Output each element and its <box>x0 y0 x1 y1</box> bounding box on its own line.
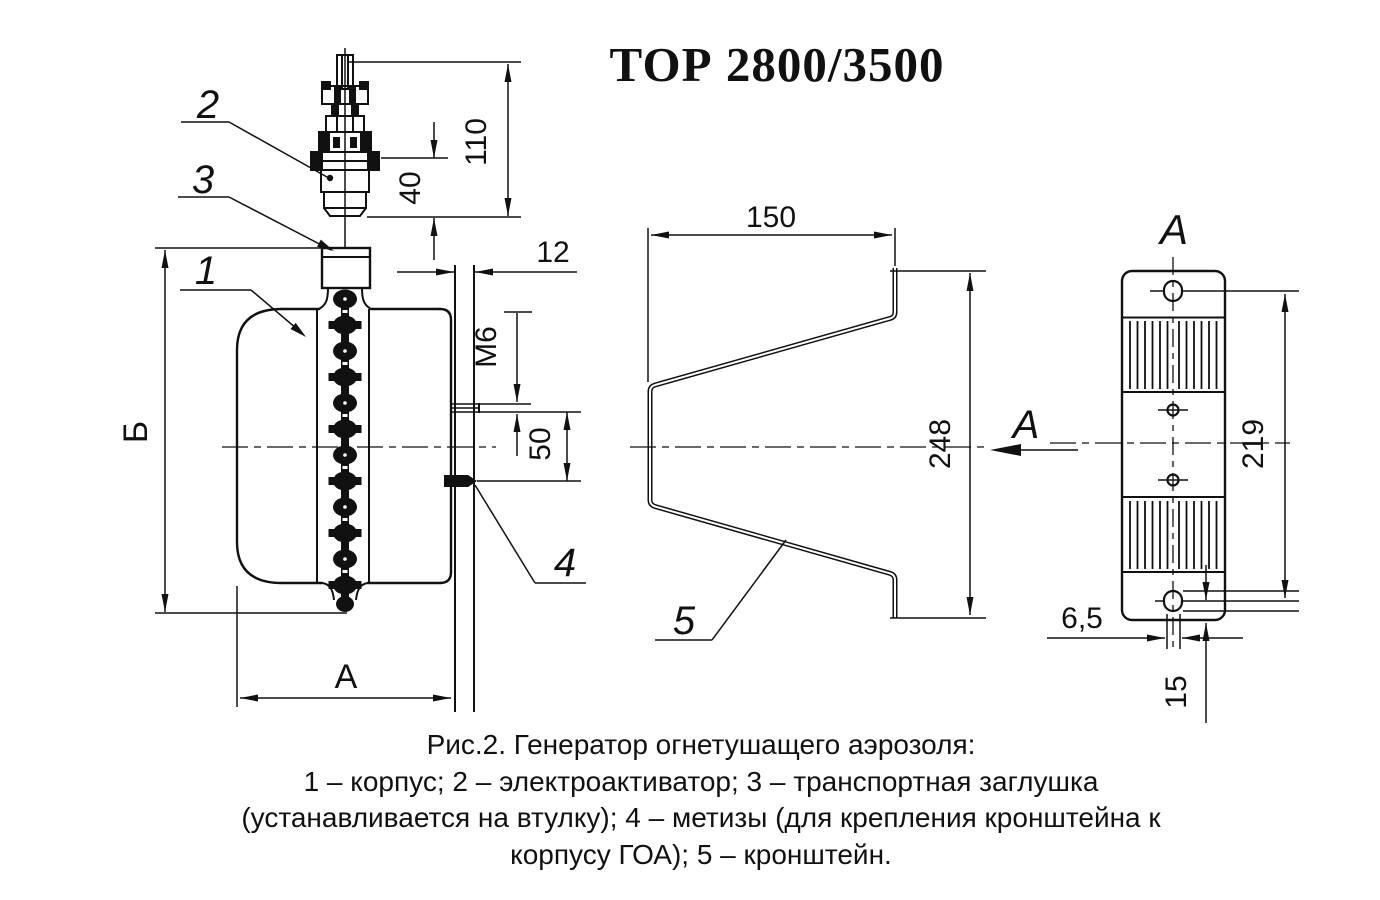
bracket-profile-view: 150 248 А 5 <box>630 201 1078 643</box>
dim-m6-text: М6 <box>470 326 503 368</box>
part-1-label: 1 <box>195 249 217 293</box>
view-a-title: А <box>1157 206 1188 253</box>
caption-line-3: (устанавливается на втулку); 4 – метизы … <box>241 802 1161 833</box>
section-arrow: А <box>990 403 1078 456</box>
part-4-label: 4 <box>554 541 576 585</box>
charge-chain-drawing <box>328 289 362 612</box>
view-a-dimensions: 219 6,5 15 <box>1047 294 1289 723</box>
dim-b-text: Б <box>117 421 155 443</box>
left-view-dimensions: Б 110 40 12 <box>117 61 577 707</box>
bracket-dimensions: 150 248 <box>647 201 986 619</box>
dim-110-text: 110 <box>460 118 493 166</box>
part-5-leader: 5 <box>655 539 787 643</box>
caption-line-2: 1 – корпус; 2 – электроактиватор; 3 – тр… <box>303 765 1099 797</box>
dim-40-text: 40 <box>394 171 427 204</box>
part-labels-left: 2 3 1 4 <box>178 83 586 585</box>
housing-body-drawing <box>235 246 453 601</box>
dim-248-text: 248 <box>924 419 957 469</box>
dim-50-text: 50 <box>524 427 557 460</box>
electroactivator-drawing <box>310 48 380 248</box>
dim-6-5-text: 6,5 <box>1061 602 1103 635</box>
drawing-title: ТОР 2800/3500 <box>609 37 945 92</box>
part-5-label: 5 <box>673 599 696 643</box>
part-2-label: 2 <box>196 83 219 127</box>
dim-219-text: 219 <box>1237 419 1270 469</box>
dim-150-text: 150 <box>746 201 796 234</box>
dim-a-text: А <box>335 658 358 696</box>
dim-15-text: 15 <box>1160 675 1193 708</box>
part-3-label: 3 <box>192 158 214 202</box>
figure-caption: Рис.2. Генератор огнетушащего аэрозоля: … <box>0 727 1380 873</box>
bracket-view-a: А <box>1047 206 1299 723</box>
bracket-ribs <box>1129 321 1218 569</box>
caption-line-1: Рис.2. Генератор огнетушащего аэрозоля: <box>426 729 976 760</box>
section-arrow-label: А <box>1011 403 1040 447</box>
bracket-plate-edge-drawing <box>444 265 581 712</box>
generator-side-view: Б 110 40 12 <box>117 48 586 712</box>
dim-12-text: 12 <box>536 236 569 269</box>
caption-line-4: корпусу ГОА); 5 – кронштейн. <box>510 838 892 870</box>
